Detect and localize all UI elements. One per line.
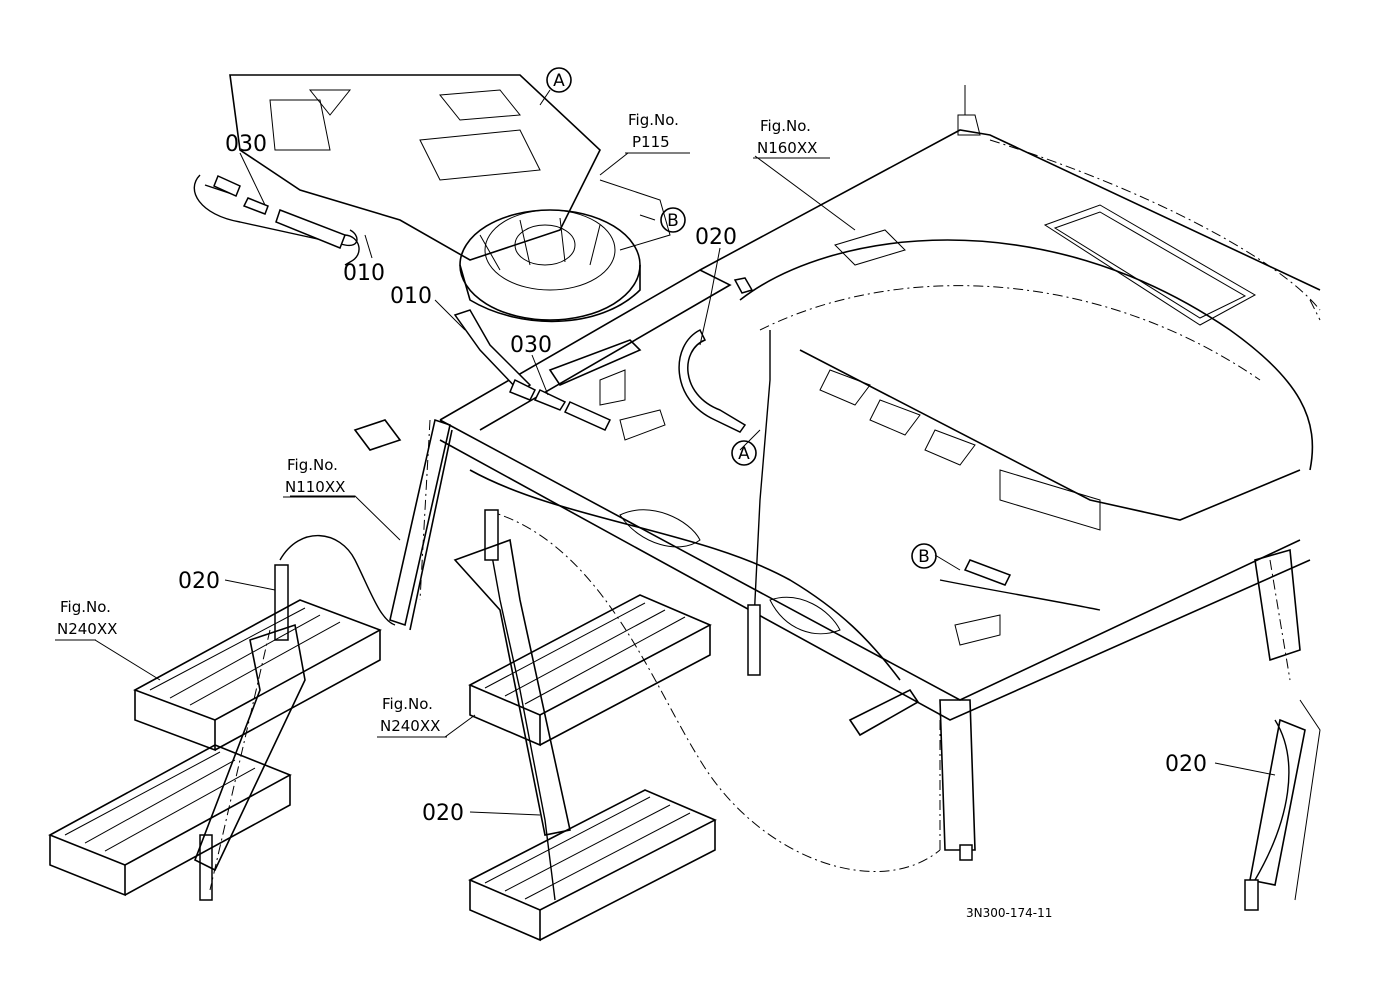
- svg-text:A: A: [553, 71, 565, 91]
- fig-ref-n240xx-left-number: N240XX: [57, 620, 117, 638]
- part-label-010-top: 010: [343, 261, 385, 286]
- fig-ref-n240xx-center-prefix: Fig.No.: [382, 695, 433, 713]
- fig-ref-n160xx-prefix: Fig.No.: [760, 117, 811, 135]
- svg-text:B: B: [667, 211, 679, 231]
- fig-ref-n240xx-left-prefix: Fig.No.: [60, 598, 111, 616]
- svg-text:A: A: [738, 444, 750, 464]
- part-label-020-left: 020: [178, 569, 220, 594]
- part-label-030-middle: 030: [510, 333, 552, 358]
- marker-b-right: B: [911, 543, 937, 569]
- connection-markers: A B A B: [546, 67, 937, 569]
- figure-references: Fig.No. P115 Fig.No. N160XX Fig.No. N110…: [55, 111, 830, 738]
- fig-ref-p115-prefix: Fig.No.: [628, 111, 679, 129]
- part-labels: 030 010 010 030 020 020 020 020: [178, 132, 1207, 826]
- fig-ref-p115-number: P115: [632, 133, 670, 151]
- part-label-010-middle: 010: [390, 284, 432, 309]
- marker-a-middle: A: [731, 440, 757, 466]
- fig-ref-n110xx-number: N110XX: [285, 478, 345, 496]
- cabin-roof: [699, 85, 1321, 531]
- marker-b-top: B: [660, 207, 686, 233]
- part-label-020-top: 020: [695, 225, 737, 250]
- part-label-030-top: 030: [225, 132, 267, 157]
- part-label-020-bottom: 020: [422, 801, 464, 826]
- fig-ref-n110xx-prefix: Fig.No.: [287, 456, 338, 474]
- step-left: [48, 599, 382, 897]
- drawing-code: 3N300-174-11: [966, 906, 1052, 920]
- marker-a-top: A: [546, 67, 572, 93]
- pillars: [353, 418, 1321, 901]
- svg-text:B: B: [918, 547, 930, 567]
- fig-ref-n160xx-number: N160XX: [757, 139, 817, 157]
- heater-blower-unit: [229, 74, 671, 323]
- part-label-020-right: 020: [1165, 752, 1207, 777]
- fig-ref-n240xx-center-number: N240XX: [380, 717, 440, 735]
- step-center: [453, 538, 717, 942]
- drain-hoses: [193, 174, 1290, 911]
